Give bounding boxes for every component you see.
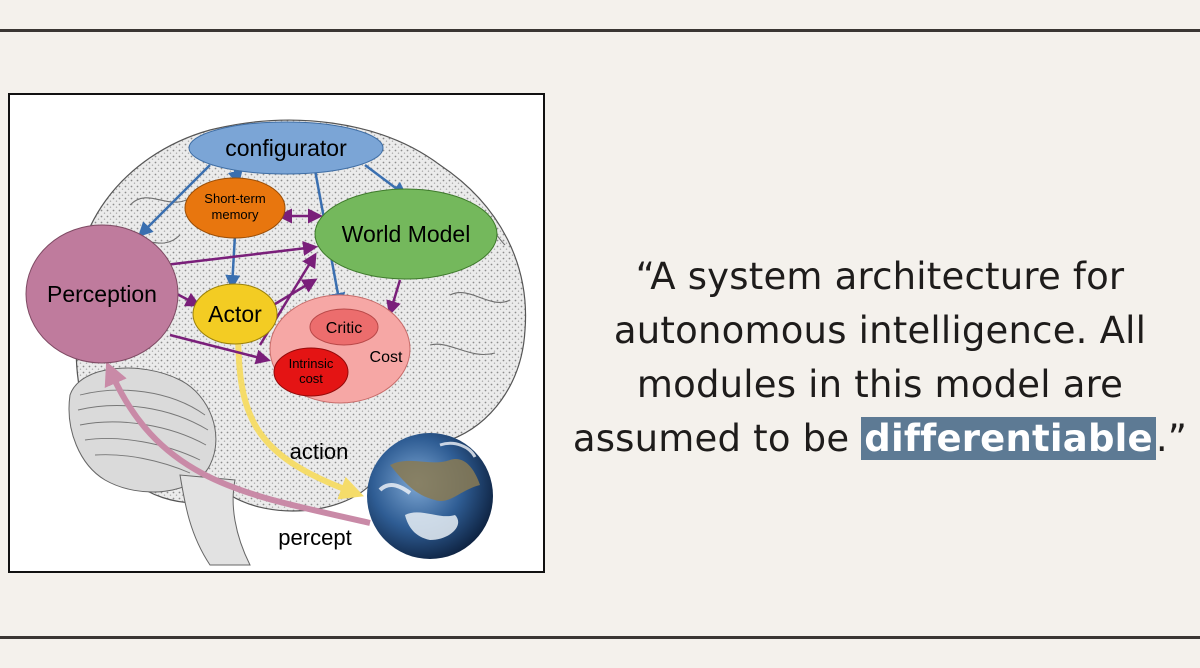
actor-label: Actor (208, 301, 262, 327)
world-model-label: World Model (342, 221, 471, 247)
action-label: action (290, 439, 349, 464)
intrinsic-cost-label-line1: Intrinsic (289, 356, 334, 371)
architecture-diagram-svg: configurator Short-term memory World Mod… (25, 119, 527, 566)
top-divider (0, 29, 1200, 32)
percept-label: percept (278, 525, 351, 550)
earth-globe (367, 433, 493, 559)
world-model-node: World Model (314, 188, 498, 280)
quote-close-mark: ” (1167, 417, 1188, 460)
intrinsic-cost-label-line2: cost (299, 371, 323, 386)
bottom-divider (0, 636, 1200, 639)
perception-label: Perception (47, 281, 157, 307)
actor-node: Actor (192, 283, 278, 345)
short-term-memory-label-line1: Short-term (204, 191, 265, 206)
quote-highlight: differentiable (861, 417, 1156, 460)
architecture-diagram: configurator Short-term memory World Mod… (8, 93, 545, 573)
percept-arrow (104, 361, 371, 526)
quote-body: A system architecture for autonomous int… (572, 255, 1147, 460)
short-term-memory-node: Short-term memory (184, 177, 286, 239)
critic-node: Critic (309, 308, 379, 346)
intrinsic-cost-node: Intrinsic cost (273, 347, 349, 397)
action-arrow (235, 324, 365, 500)
quote-text: “A system architecture for autonomous in… (565, 250, 1195, 466)
quote-open-mark: “ (635, 255, 651, 298)
configurator-label: configurator (225, 135, 347, 161)
quote-period: . (1155, 417, 1168, 460)
cost-label: Cost (370, 349, 403, 366)
configurator-node: configurator (188, 121, 384, 175)
short-term-memory-label-line2: memory (212, 207, 259, 222)
perception-node: Perception (25, 224, 179, 364)
critic-label: Critic (326, 320, 362, 337)
